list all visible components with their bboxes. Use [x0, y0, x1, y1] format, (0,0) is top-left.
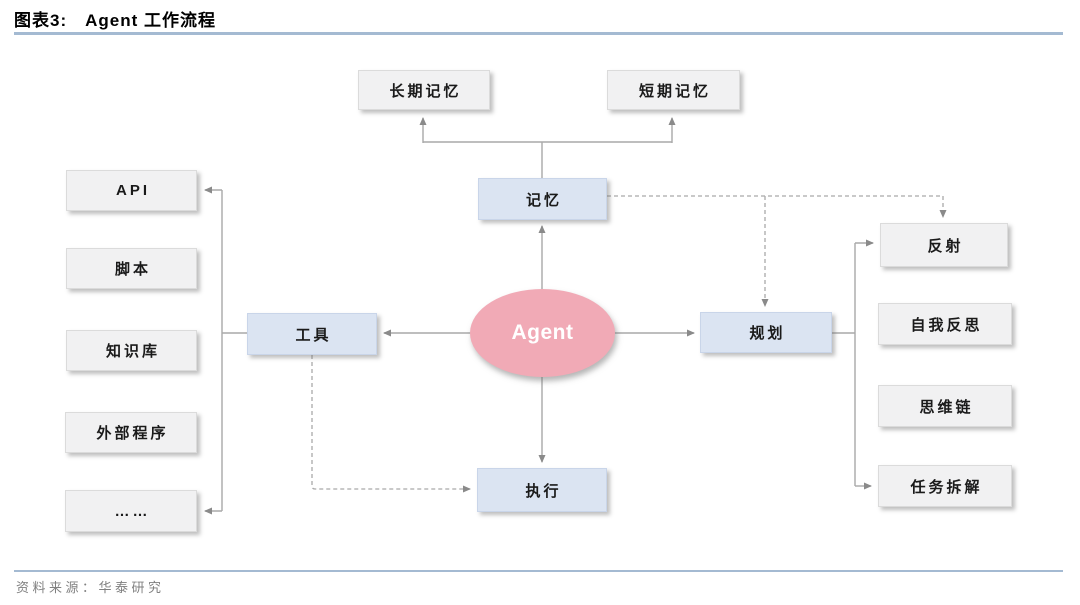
node-task-decomposition: 任务拆解 — [878, 465, 1012, 507]
node-api: API — [66, 170, 197, 211]
source-note: 资料来源：华泰研究 — [16, 580, 165, 595]
node-memory: 记忆 — [478, 178, 607, 220]
node-planning: 规划 — [700, 312, 832, 353]
node-script: 脚本 — [66, 248, 197, 289]
figure-title: 图表3: Agent 工作流程 — [14, 6, 216, 31]
figure-title-text: Agent 工作流程 — [85, 11, 217, 30]
node-knowledge-base: 知识库 — [66, 330, 197, 371]
node-chain-of-thought: 思维链 — [878, 385, 1012, 427]
node-reflection: 反射 — [880, 223, 1008, 267]
node-execution: 执行 — [477, 468, 607, 512]
node-ellipsis: …… — [65, 490, 197, 532]
agent-node: Agent — [470, 289, 615, 377]
node-long-term-memory: 长期记忆 — [358, 70, 490, 110]
dashed-arrow-tools-to-execution — [311, 355, 471, 493]
node-self-reflection: 自我反思 — [878, 303, 1012, 345]
node-external-program: 外部程序 — [65, 412, 197, 453]
footer-divider — [14, 570, 1063, 572]
figure-title-prefix: 图表3: — [14, 11, 68, 30]
title-divider — [14, 32, 1063, 35]
node-short-term-memory: 短期记忆 — [607, 70, 740, 110]
node-tools: 工具 — [247, 313, 377, 355]
